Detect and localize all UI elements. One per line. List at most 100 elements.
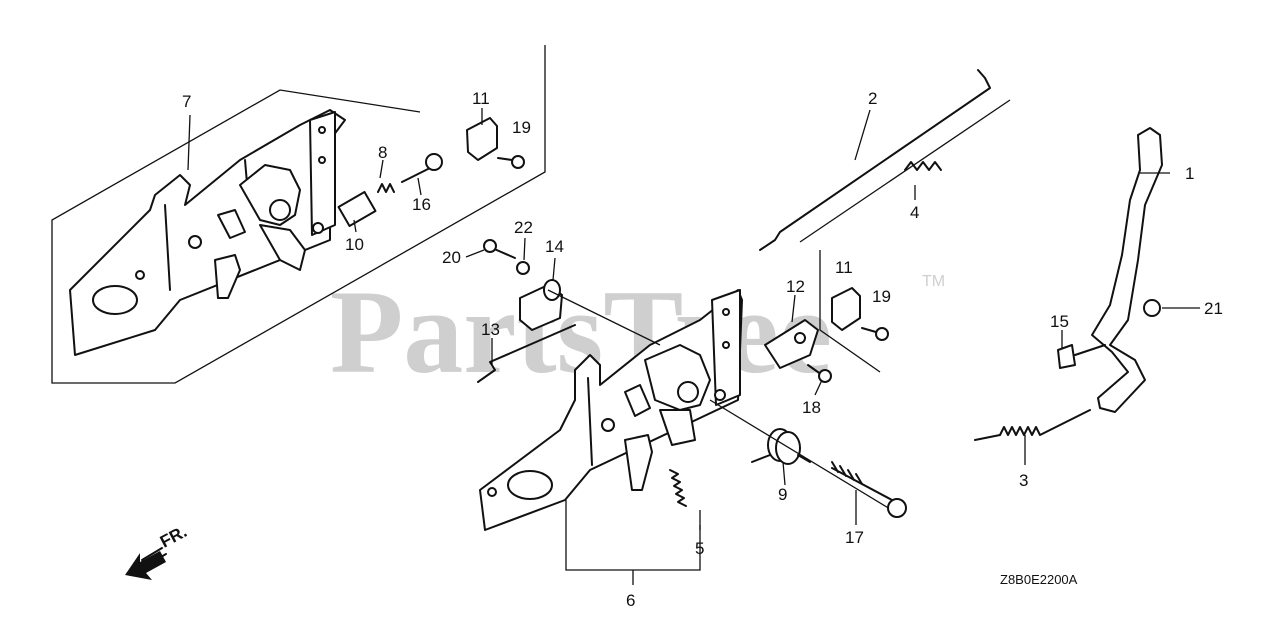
assembly-line-14 — [547, 289, 661, 346]
callout-20: 20 — [442, 248, 461, 267]
callout-9: 9 — [778, 485, 787, 504]
front-arrow-hatch — [141, 547, 167, 567]
callout-1: 1 — [1185, 164, 1194, 183]
plate-rivet — [601, 418, 615, 432]
assembly-line-17 — [709, 399, 901, 516]
cable-clip-11b — [831, 287, 861, 331]
leader-20 — [465, 249, 485, 258]
plate-bend — [587, 377, 593, 466]
bracket-hole — [318, 156, 326, 164]
leader-2 — [854, 109, 871, 161]
plate-hole — [92, 285, 138, 315]
screw-15-shank — [1074, 344, 1106, 356]
choke-lever — [624, 434, 653, 491]
stop-tab — [217, 209, 246, 239]
bracket-hole — [722, 341, 730, 349]
plate-rivet — [135, 270, 145, 280]
bolt-16-head — [425, 153, 443, 171]
callout-16: 16 — [412, 195, 431, 214]
callout-18: 18 — [802, 398, 821, 417]
bracket-12-hole — [794, 332, 806, 344]
screw-19 — [497, 157, 513, 161]
cable-bracket-12 — [764, 319, 819, 369]
screw-15 — [1057, 344, 1076, 369]
callout-10: 10 — [345, 235, 364, 254]
bracket-hole — [318, 126, 326, 134]
bracket-screw — [714, 389, 726, 401]
spring-5 — [669, 469, 687, 507]
callout-15: 15 — [1050, 312, 1069, 331]
callout-19b: 19 — [872, 287, 891, 306]
callout-14: 14 — [545, 237, 564, 256]
callout-17: 17 — [845, 528, 864, 547]
screw-18-head — [818, 369, 832, 383]
callout-13: 13 — [481, 320, 500, 339]
cable-clip-11 — [466, 117, 498, 161]
nut-21 — [1143, 299, 1161, 317]
lever-arm — [659, 409, 696, 446]
leader-12 — [791, 294, 796, 323]
bracket-6 — [565, 500, 701, 571]
leader-10 — [353, 219, 357, 233]
throttle-lever — [644, 344, 711, 411]
plate-bend — [164, 204, 171, 291]
plate-rivet — [487, 487, 497, 497]
spring-8 — [377, 183, 395, 193]
bolt-20-head — [483, 239, 497, 253]
callout-2: 2 — [868, 89, 877, 108]
callout-11b: 11 — [835, 258, 853, 277]
bracket-14-boss — [543, 279, 561, 301]
control-base-assembly-left[interactable] — [51, 45, 546, 384]
governor-lever-1 — [1091, 127, 1163, 413]
spring-9-coil — [775, 431, 801, 465]
leader-9 — [782, 461, 786, 486]
leader-8 — [379, 159, 384, 179]
callout-3: 3 — [1019, 471, 1028, 490]
stop-tab — [624, 384, 651, 417]
leader-22 — [523, 237, 526, 261]
watermark-trademark: TM — [922, 273, 945, 290]
callout-21: 21 — [1204, 299, 1223, 318]
leader-16 — [417, 177, 422, 196]
lever-pivot — [269, 199, 291, 221]
callout-19: 19 — [512, 118, 531, 137]
leader-14 — [552, 257, 556, 281]
collar-10 — [337, 190, 377, 228]
bracket-screw — [312, 222, 324, 234]
callout-7: 7 — [182, 92, 191, 111]
frame-right — [819, 250, 881, 373]
base-plate-7 — [69, 109, 346, 356]
plate-hole — [507, 470, 553, 500]
callout-6: 6 — [626, 591, 635, 610]
cable-4-spring — [904, 161, 942, 171]
lever-arm — [259, 224, 306, 271]
front-direction-indicator: FR. — [125, 522, 190, 580]
rod-13 — [477, 324, 576, 383]
callout-11: 11 — [472, 89, 490, 108]
choke-lever — [214, 254, 241, 299]
screw-19b-head — [875, 327, 889, 341]
diagram-code: Z8B0E2200A — [1000, 572, 1078, 587]
leader-7 — [187, 114, 191, 171]
bolt-16 — [401, 167, 431, 183]
callout-5: 5 — [695, 539, 704, 558]
bolt-17-thread — [831, 461, 863, 485]
callout-12: 12 — [786, 277, 805, 296]
plate-rivet — [188, 235, 202, 249]
callout-4: 4 — [910, 203, 919, 222]
bolt-17-head — [887, 498, 907, 518]
screw-19-head — [511, 155, 525, 169]
rod-2 — [759, 69, 991, 251]
screw-19b — [861, 327, 877, 333]
spring-3 — [974, 409, 1091, 441]
callout-8: 8 — [378, 143, 387, 162]
control-base-assembly-center[interactable] — [477, 239, 907, 585]
spring-9-leg — [751, 454, 811, 463]
side-bracket — [309, 111, 336, 236]
assembly-frame-left — [51, 45, 546, 384]
leader-18 — [814, 379, 823, 396]
lever-pivot — [677, 381, 699, 403]
bracket-hole — [722, 308, 730, 316]
cable-and-rod-area[interactable] — [759, 69, 1163, 441]
